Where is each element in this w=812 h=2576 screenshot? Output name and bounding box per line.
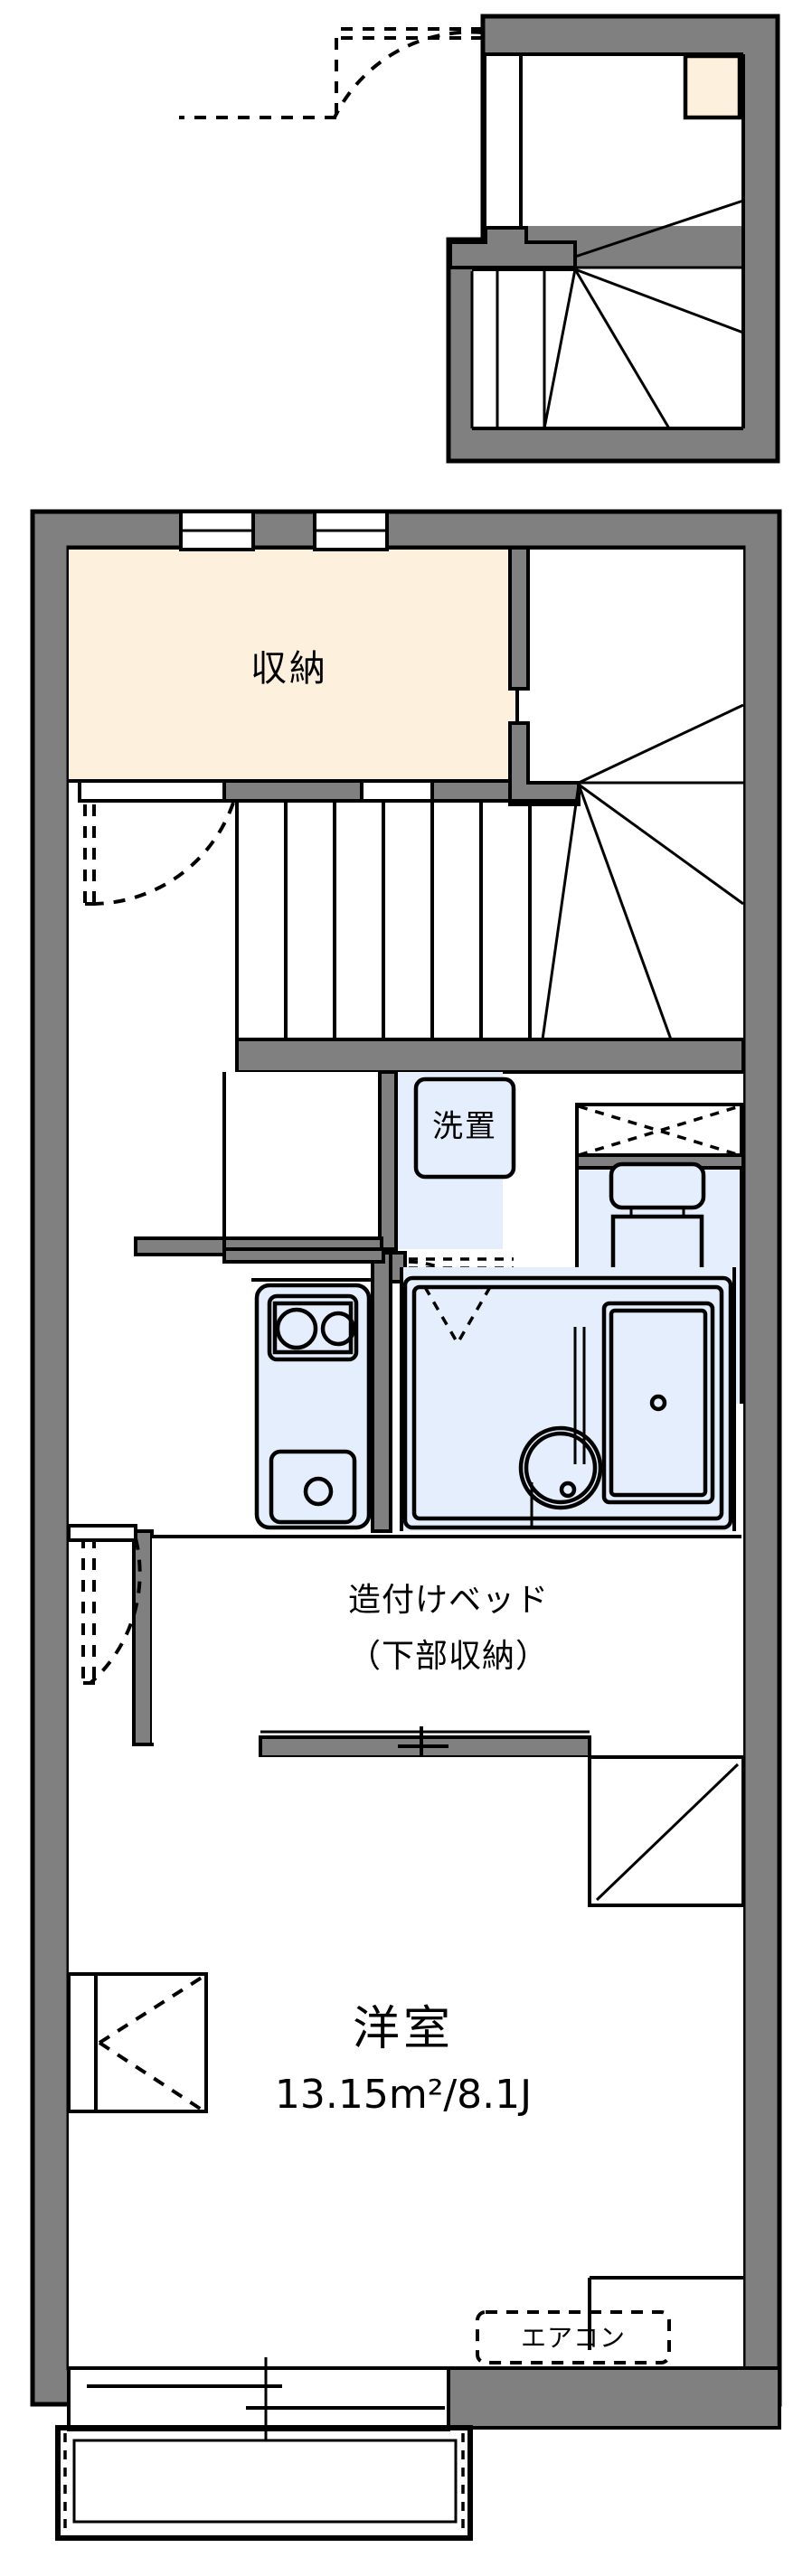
upper-entry-stair-diagram	[179, 14, 780, 464]
storage-closet-room: 収納	[69, 546, 519, 783]
air-conditioner-label: エアコン	[521, 2323, 626, 2353]
storage-fill	[69, 548, 517, 781]
unit-bath-room	[378, 1251, 736, 1531]
upper-stair-floor	[472, 268, 743, 428]
stove-burner-right	[320, 1311, 356, 1347]
balcony-wall-right	[445, 2366, 781, 2430]
built-in-bed-label-line1: 造付けベッド	[348, 1582, 549, 1619]
storage-windows	[179, 510, 389, 551]
stair-bottom-wall	[235, 1038, 745, 1074]
washer-left-wall	[378, 1070, 398, 1251]
toilet-window	[575, 1103, 743, 1159]
stove-two-burner-icon	[267, 1293, 359, 1362]
room-window-left	[67, 1972, 208, 2113]
storage-sill	[78, 779, 519, 803]
stove-burner-left	[275, 1307, 318, 1350]
main-room: 洋室 13.15m²/8.1J エアコン	[67, 1755, 745, 2368]
bath-window-mark	[423, 1286, 492, 1344]
round-washbasin-icon	[518, 1425, 603, 1510]
stair-treads	[235, 801, 532, 1039]
bathtub-icon	[601, 1301, 715, 1505]
main-room-name-label: 洋室	[353, 2002, 454, 2056]
stair-partition-wall	[508, 546, 530, 691]
balcony-area	[55, 2357, 781, 2541]
entry-door-upper	[179, 27, 484, 119]
air-conditioner-indicator: エアコン	[476, 2276, 743, 2364]
kitchen-room	[251, 1278, 374, 1531]
sink-drain	[303, 1476, 334, 1507]
kitchen-sink-icon	[269, 1449, 357, 1525]
main-unit-plan: 収納	[30, 509, 782, 2541]
balcony-slab	[55, 2425, 473, 2541]
washbasin-drain	[559, 1481, 577, 1499]
entry-door-main	[67, 1524, 142, 1685]
upper-winder-stairs	[470, 199, 744, 430]
upper-wet-wall	[222, 1247, 385, 1264]
washer-alcove-room: 洗置	[134, 1070, 516, 1360]
bed-left-wall	[132, 1529, 154, 1746]
washing-machine-icon	[413, 1076, 516, 1180]
storage-label: 収納	[250, 648, 328, 690]
built-in-bed-zone: 造付けベッド （下部収納）	[132, 1529, 741, 1768]
washer-label: 洗置	[432, 1109, 497, 1145]
upper-meter-box	[683, 53, 742, 120]
air-conditioner-box	[476, 2310, 671, 2364]
room-niche-right	[588, 1755, 745, 1907]
main-room-area-label: 13.15m²/8.1J	[275, 2072, 532, 2118]
built-in-bed-label-line2: （下部収納）	[348, 1638, 549, 1675]
upper-entry-vestibule	[483, 54, 523, 226]
bathtub-drain	[649, 1394, 667, 1412]
closet-door	[83, 802, 235, 907]
kitchen-bath-divider	[371, 1251, 392, 1533]
balcony-sliding-door	[67, 2357, 450, 2440]
